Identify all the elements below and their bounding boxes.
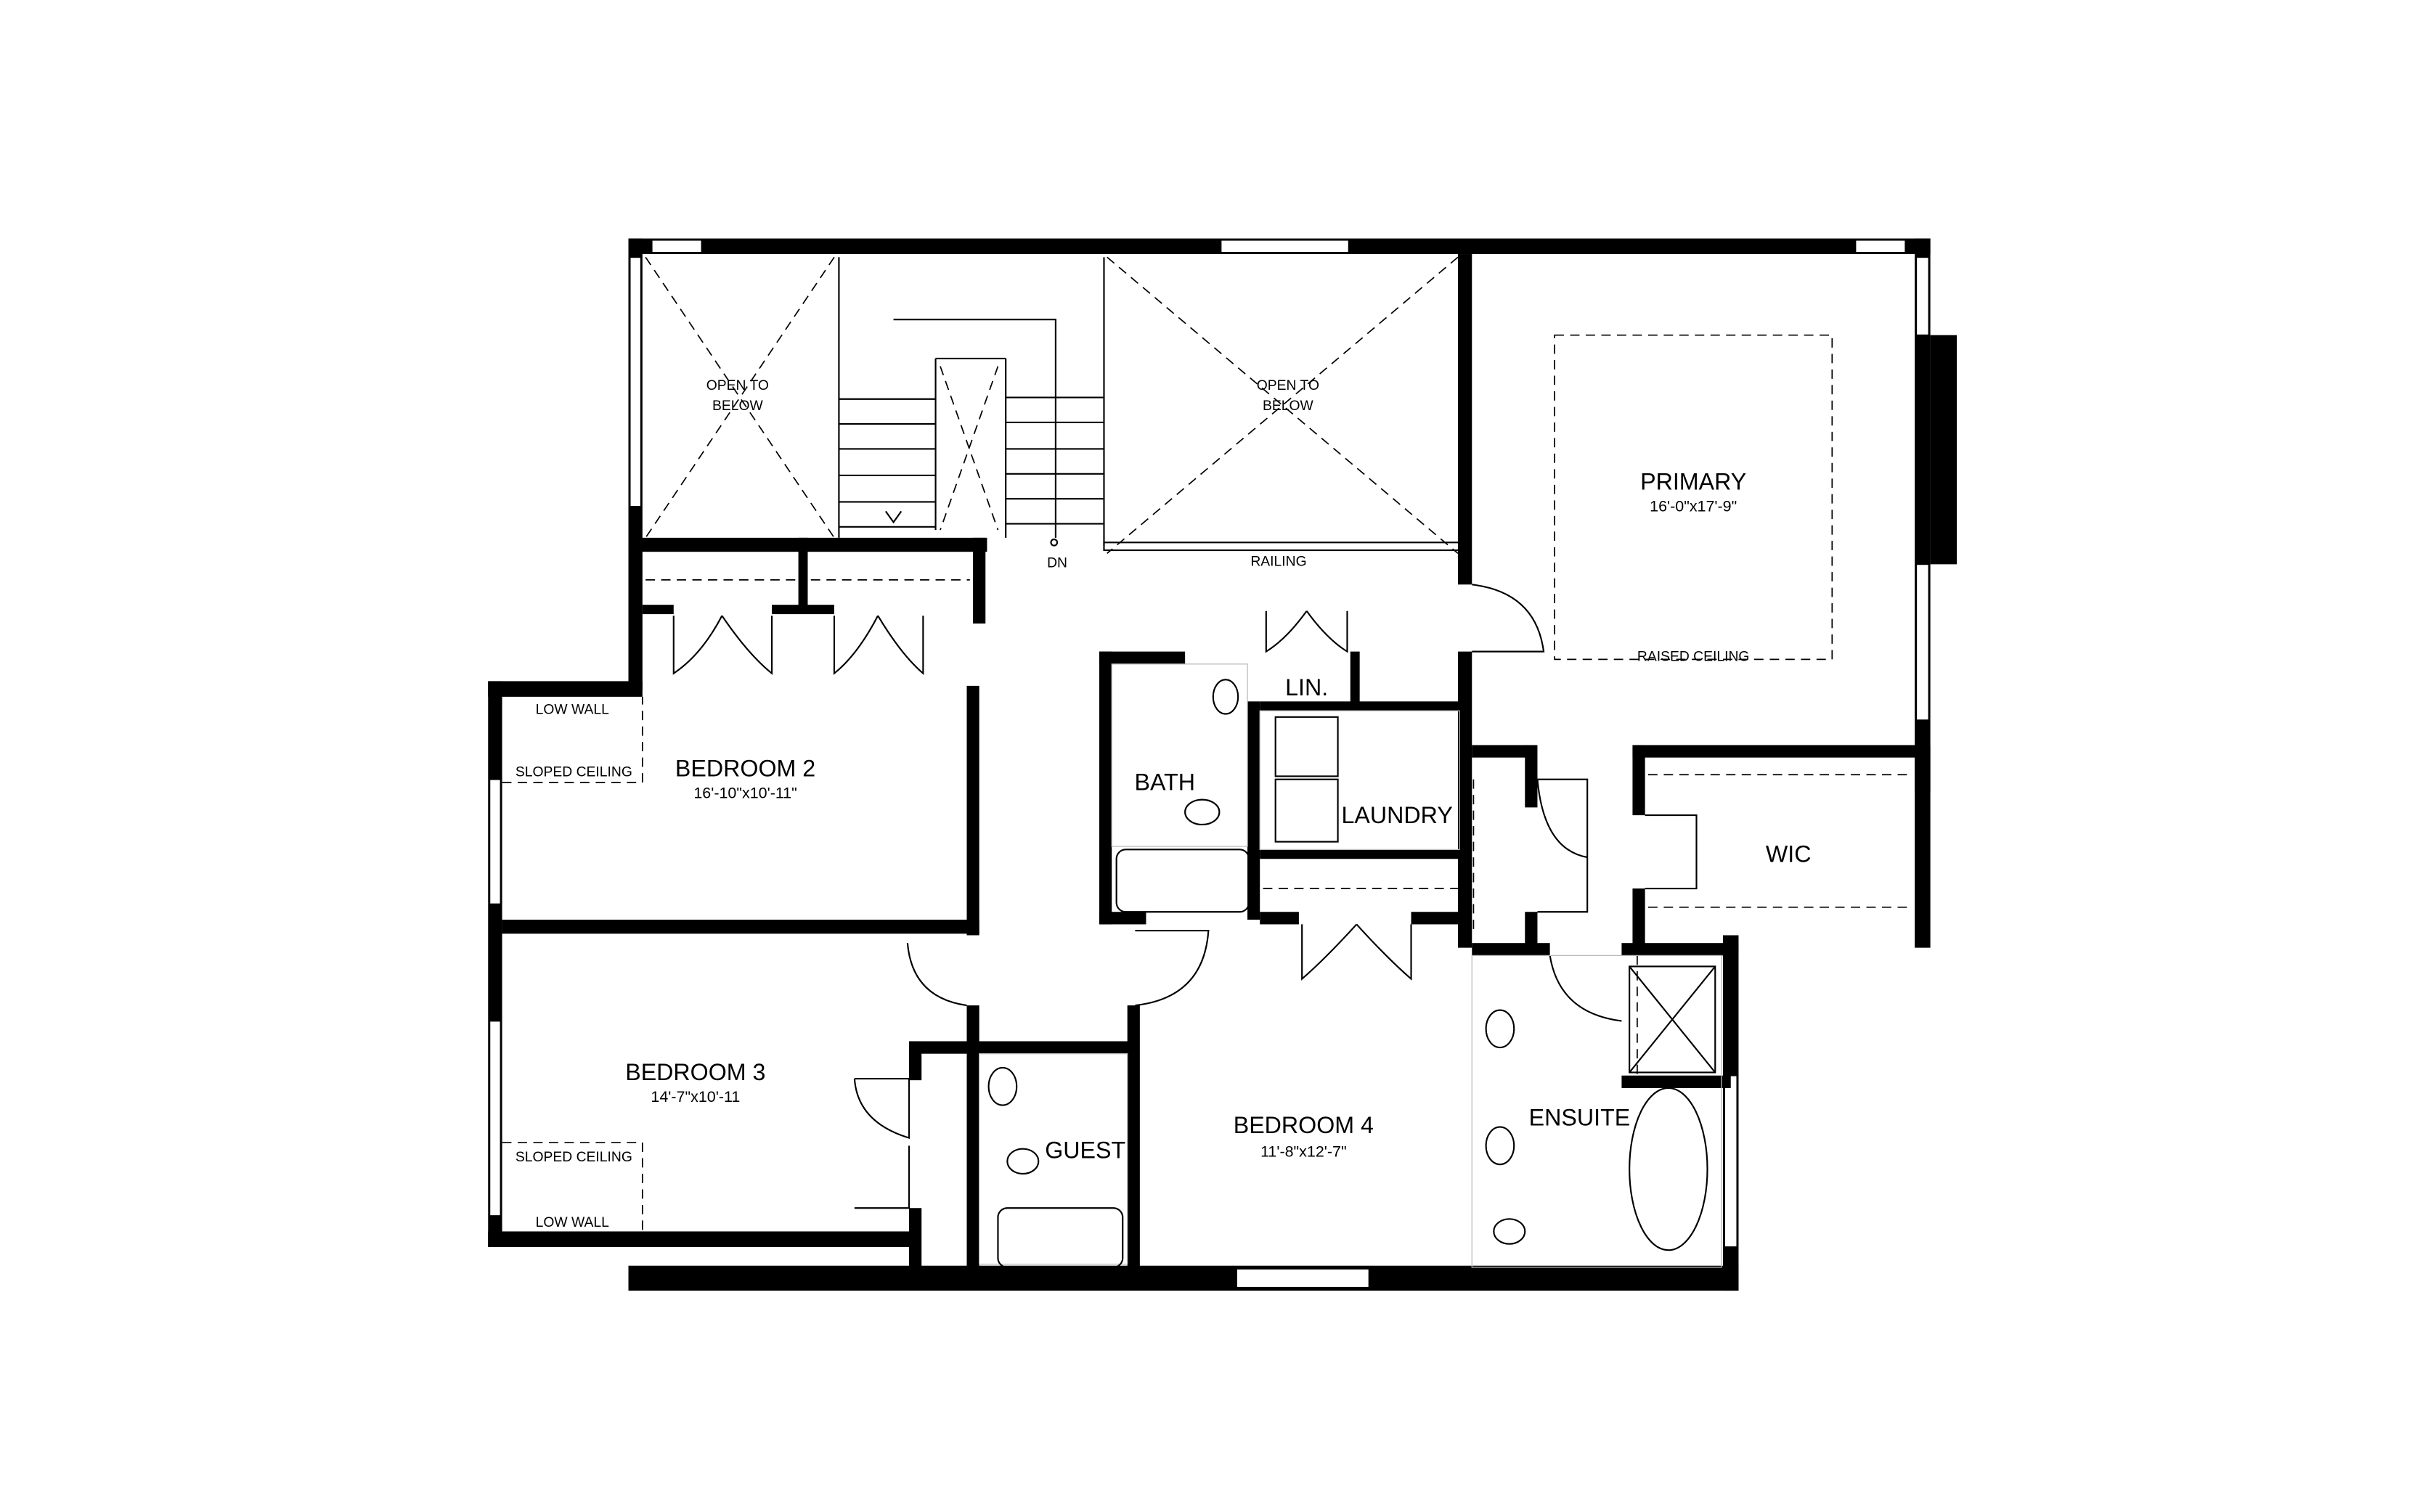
window <box>1915 563 1930 721</box>
bathtub-icon <box>997 1207 1124 1268</box>
raised-ceiling-label: RAISED CEILING <box>1637 650 1750 665</box>
sink-icon <box>1485 1126 1515 1166</box>
freestanding-tub-icon <box>1629 1087 1708 1251</box>
room-bedroom4-label: BEDROOM 4 <box>1234 1112 1374 1138</box>
dryer-icon <box>1274 716 1339 777</box>
doors <box>672 584 1698 1209</box>
room-label: BELOW <box>712 399 764 414</box>
washer-icon <box>1274 778 1339 843</box>
toilet-icon <box>1493 1218 1526 1245</box>
room-primary-dims: 16'-0"x17'-9" <box>1650 497 1737 515</box>
room-guest-label: GUEST <box>1045 1137 1125 1164</box>
room-ensuite-label: ENSUITE <box>1529 1104 1631 1130</box>
shower-icon <box>1629 965 1716 1074</box>
toilet-icon <box>1184 798 1221 826</box>
room-bedroom2-label: BEDROOM 2 <box>675 755 815 781</box>
bathtub-icon <box>1115 849 1250 913</box>
open-to-below-right: OPEN TO BELOW <box>1107 256 1459 554</box>
window <box>1915 256 1930 336</box>
room-laundry-label: LAUNDRY <box>1342 802 1453 828</box>
sink-icon <box>1485 1009 1515 1049</box>
window <box>1724 1074 1738 1248</box>
window <box>1236 1268 1370 1288</box>
room-bedroom3-label: BEDROOM 3 <box>625 1059 765 1085</box>
stairs-down-label: DN <box>1047 556 1067 571</box>
room-labels: PRIMARY 16'-0"x17'-9" RAISED CEILING BED… <box>516 468 1812 1230</box>
low-wall-label: LOW WALL <box>536 1215 609 1230</box>
room-label: OPEN TO <box>706 378 769 393</box>
fixtures <box>979 663 1722 1268</box>
room-bedroom3-dims: 14'-7"x10'-11 <box>651 1088 740 1106</box>
staircase: DN RAILING <box>838 257 1461 571</box>
room-bedroom2-dims: 16'-10"x10'-11" <box>693 784 797 801</box>
room-wic-label: WIC <box>1766 841 1812 867</box>
stair-arrow-icon <box>884 510 903 524</box>
window <box>1220 239 1350 253</box>
sink-icon <box>1212 679 1239 715</box>
room-bedroom4-dims: 11'-8"x12'-7" <box>1260 1143 1347 1160</box>
room-label: BELOW <box>1263 399 1314 414</box>
window <box>651 239 703 253</box>
window <box>1854 239 1907 253</box>
low-wall-label: LOW WALL <box>536 703 609 718</box>
window <box>489 778 502 905</box>
window <box>629 256 642 507</box>
sink-icon <box>987 1066 1018 1106</box>
room-linen-label: LIN. <box>1285 674 1328 700</box>
railing-label: RAILING <box>1250 555 1306 570</box>
sloped-ceiling-label: SLOPED CEILING <box>516 1150 632 1165</box>
walls <box>488 238 1957 1291</box>
sloped-ceiling-label: SLOPED CEILING <box>516 764 632 780</box>
open-to-below-left: OPEN TO BELOW <box>645 256 835 539</box>
toilet-icon <box>1006 1148 1040 1175</box>
room-label: OPEN TO <box>1257 378 1319 393</box>
window <box>489 1020 502 1217</box>
room-bath-label: BATH <box>1134 769 1195 796</box>
room-primary-label: PRIMARY <box>1640 468 1746 494</box>
